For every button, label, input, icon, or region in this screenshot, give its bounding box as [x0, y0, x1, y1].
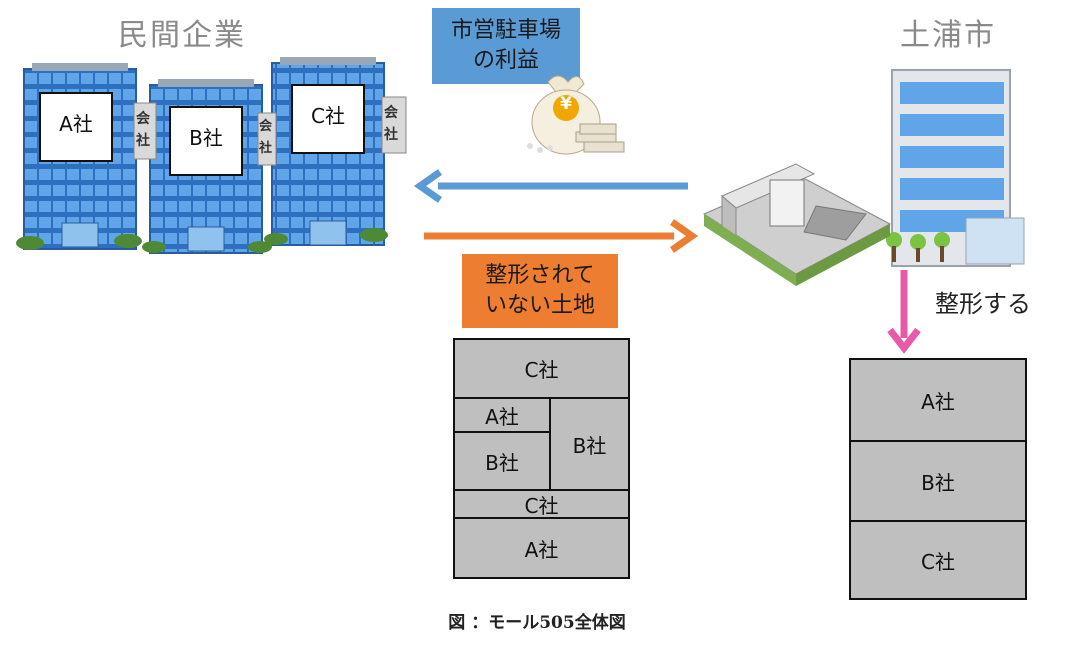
- sign-char: 会: [136, 111, 150, 127]
- sign-char: 社: [136, 133, 150, 149]
- private-companies-title: 民間企業: [118, 18, 246, 53]
- sign-text-b: 会 社: [259, 116, 272, 160]
- after-plot-b: B社: [849, 440, 1027, 522]
- figure-caption: 図 ：モール505全体図: [448, 613, 626, 633]
- label-line: いない土地: [484, 293, 595, 318]
- parking-profit-text: 市営駐車場の利益: [432, 16, 580, 76]
- parking-profit-label: 市営駐車場の利益: [432, 8, 580, 84]
- tsuchiura-city-title: 土浦市: [900, 18, 996, 53]
- before-plot-c-strip: C社: [453, 489, 630, 519]
- company-b-plate: [169, 106, 243, 176]
- before-plot-a-small: A社: [453, 397, 551, 433]
- after-plot-c: C社: [849, 520, 1027, 600]
- company-c-plate: [291, 84, 365, 154]
- before-plot-a-bottom: A社: [453, 517, 630, 579]
- sign-char: 社: [384, 127, 398, 143]
- sign-board: [381, 96, 407, 154]
- sign-board: [133, 102, 157, 160]
- orange-arrow-right: [424, 219, 699, 253]
- company-a-plate: [39, 92, 113, 162]
- sign-text-a: 会 社: [136, 108, 150, 152]
- city-hall-parking-illustration: [702, 69, 1025, 286]
- before-plot-b-right: B社: [549, 397, 630, 491]
- sign-board: [257, 112, 277, 166]
- after-plot-a: A社: [849, 358, 1027, 442]
- before-plot-b-left: B社: [453, 431, 551, 491]
- irregular-land-text: 整形されていない土地: [462, 261, 618, 321]
- company-buildings-illustration: [16, 57, 407, 254]
- sign-text-c: 会 社: [384, 102, 398, 146]
- sign-char: 会: [259, 119, 273, 134]
- blue-arrow-left: [413, 169, 688, 203]
- company-b-label: B社: [189, 126, 223, 150]
- label-line: の利益: [472, 48, 539, 73]
- sign-char: 会: [384, 105, 398, 121]
- sign-char: 社: [259, 141, 273, 156]
- label-line: 市営駐車場: [450, 18, 561, 43]
- label-line: 整形されて: [485, 263, 595, 288]
- company-a-label: A社: [59, 112, 93, 136]
- before-plot-c-top: C社: [453, 338, 630, 399]
- money-bag-icon: [527, 75, 625, 155]
- pink-arrow-down: [887, 270, 921, 354]
- yen-symbol: ¥: [560, 94, 572, 114]
- irregular-land-label: 整形されていない土地: [462, 254, 618, 328]
- company-c-label: C社: [311, 104, 345, 128]
- reshape-label: 整形する: [935, 290, 1031, 318]
